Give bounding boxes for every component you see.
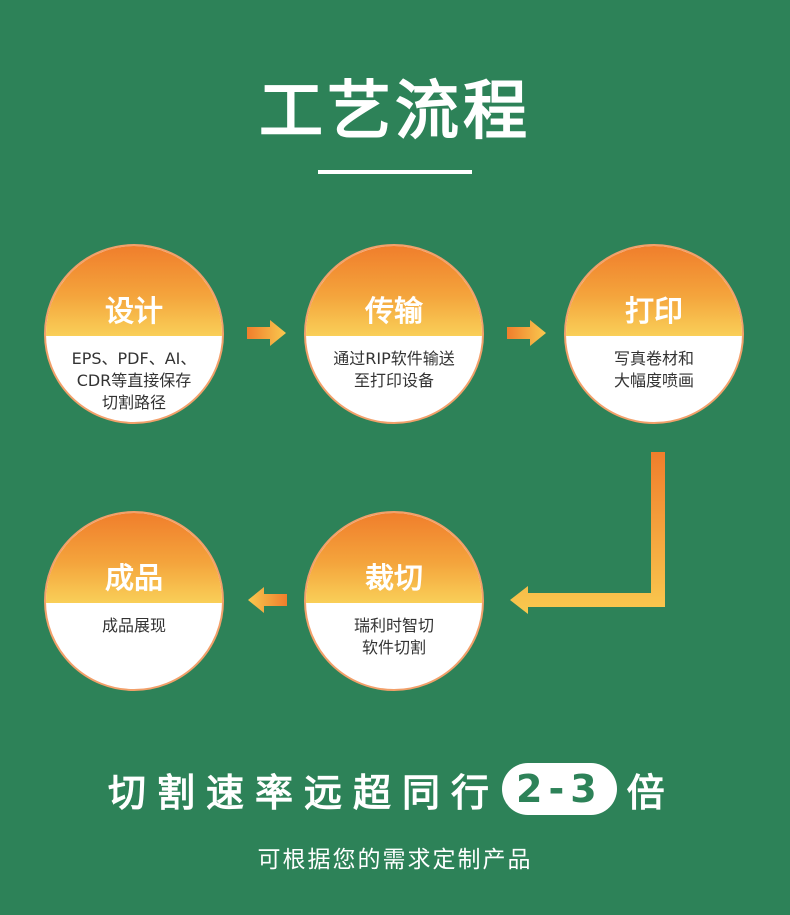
step-description: 瑞利时智切 软件切割 bbox=[353, 616, 434, 657]
arrow-left-icon bbox=[248, 587, 287, 613]
slogan-suffix: 倍 bbox=[626, 770, 676, 815]
step-header bbox=[46, 513, 222, 603]
title-underline bbox=[318, 170, 472, 174]
step-header bbox=[46, 246, 222, 336]
step-print: 打印 写真卷材和 大幅度喷画 bbox=[564, 244, 744, 424]
custom-tagline: 可根据您的需求定制产品 bbox=[257, 847, 533, 873]
step-description: 成品展现 bbox=[101, 616, 166, 635]
highlight-badge: 2-3 bbox=[502, 763, 617, 815]
arrow-right-icon bbox=[247, 320, 286, 346]
step-name: 成品 bbox=[104, 561, 163, 595]
speed-slogan: 切割速率远超同行 2-3 倍 bbox=[108, 762, 676, 816]
step-cut: 裁切 瑞利时智切 软件切割 bbox=[304, 511, 484, 691]
step-header bbox=[306, 513, 482, 603]
step-name: 传输 bbox=[364, 294, 423, 328]
step-header bbox=[306, 246, 482, 336]
step-name: 裁切 bbox=[364, 561, 423, 595]
step-design: 设计 EPS、PDF、AI、 CDR等直接保存 切割路径 bbox=[44, 244, 224, 424]
step-description: 通过RIP软件输送 至打印设备 bbox=[333, 349, 455, 390]
page-title: 工艺流程 bbox=[259, 75, 531, 149]
step-name: 打印 bbox=[624, 294, 683, 328]
step-header bbox=[566, 246, 742, 336]
connector-arrow-icon bbox=[510, 452, 665, 614]
step-description: EPS、PDF、AI、 CDR等直接保存 切割路径 bbox=[71, 349, 197, 412]
arrow-right-icon bbox=[507, 320, 546, 346]
step-name: 设计 bbox=[104, 294, 163, 328]
step-finished: 成品 成品展现 bbox=[44, 511, 224, 691]
slogan-text: 切割速率远超同行 bbox=[108, 770, 501, 815]
step-transfer: 传输 通过RIP软件输送 至打印设备 bbox=[304, 244, 484, 424]
step-description: 写真卷材和 大幅度喷画 bbox=[613, 349, 694, 390]
